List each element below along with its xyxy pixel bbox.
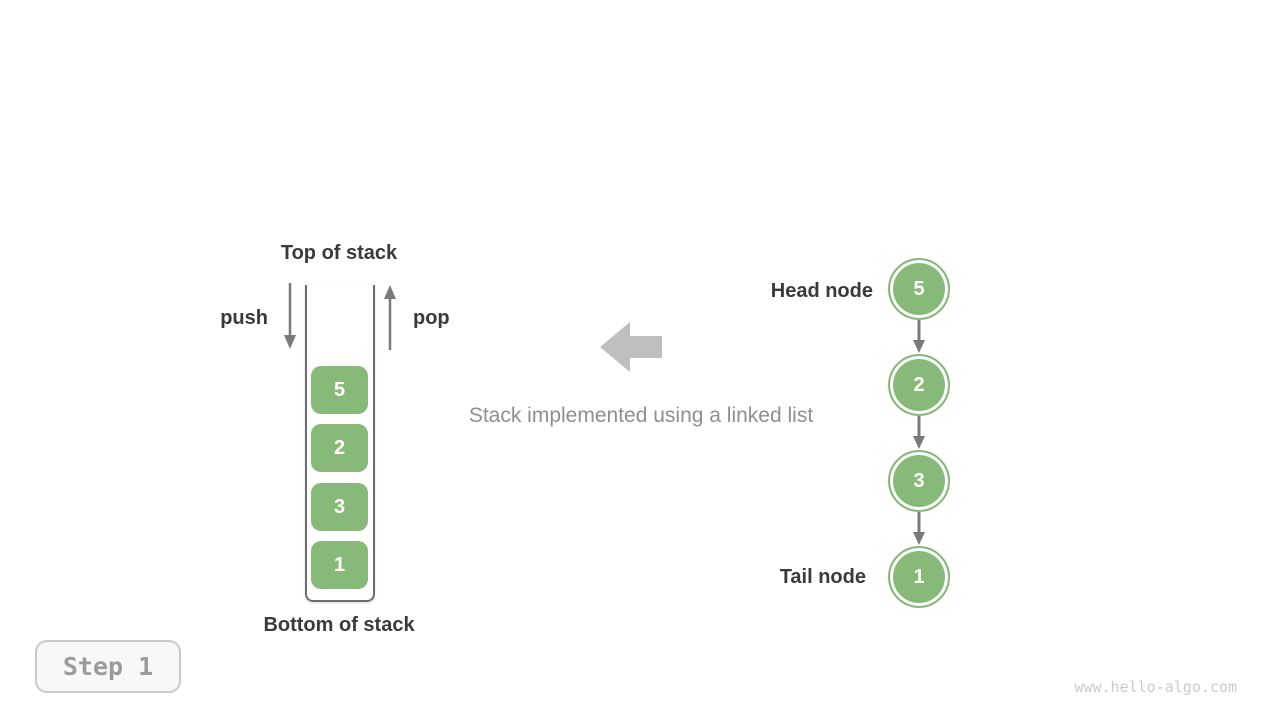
push-down-arrow-icon xyxy=(284,283,296,349)
stack-item: 3 xyxy=(311,483,368,531)
list-node: 3 xyxy=(888,450,950,512)
watermark-text: www.hello-algo.com xyxy=(1074,678,1237,696)
list-node: 5 xyxy=(888,258,950,320)
caption-text: Stack implemented using a linked list xyxy=(468,404,814,427)
pop-label: pop xyxy=(413,307,450,329)
head-node-label: Head node xyxy=(770,280,873,302)
step-badge-label: Step 1 xyxy=(62,652,154,681)
stack-item: 2 xyxy=(311,424,368,472)
down-arrow-icon xyxy=(913,416,925,449)
list-node: 1 xyxy=(888,546,950,608)
push-label: push xyxy=(220,307,268,329)
tail-node-label: Tail node xyxy=(779,566,866,588)
pop-up-arrow-icon xyxy=(384,285,396,350)
down-arrow-icon xyxy=(913,512,925,545)
step-badge: Step 1 xyxy=(35,640,181,693)
list-node: 2 xyxy=(888,354,950,416)
stack-item: 5 xyxy=(311,366,368,414)
top-of-stack-label: Top of stack xyxy=(280,242,398,264)
stack-container xyxy=(305,285,375,602)
down-arrow-icon xyxy=(913,320,925,353)
stack-item: 1 xyxy=(311,541,368,589)
left-block-arrow-icon xyxy=(600,322,662,372)
bottom-of-stack-label: Bottom of stack xyxy=(263,614,415,636)
